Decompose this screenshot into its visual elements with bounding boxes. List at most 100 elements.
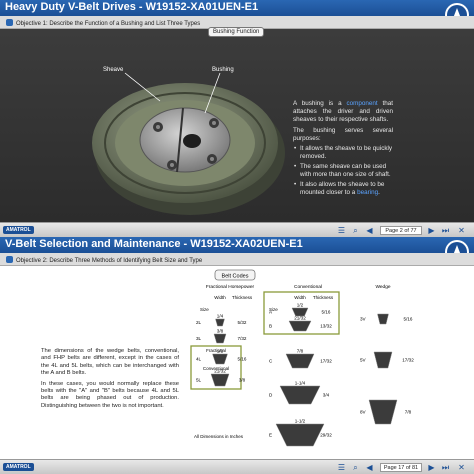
glossary-link-bearing[interactable]: bearing — [357, 189, 379, 196]
list-item: The same sheave can be used with more th… — [293, 163, 393, 179]
belt-width-label: 1-1/4 — [295, 381, 306, 386]
highlight-frame-conventional — [263, 291, 340, 335]
belt-thickness-label: 5/16 — [322, 310, 331, 315]
belt-size-label: A — [269, 310, 273, 315]
sheave-label: Sheave — [103, 67, 124, 73]
panel-belt-codes: V-Belt Selection and Maintenance - W1915… — [0, 237, 474, 474]
belt-size-label: 5L — [196, 378, 202, 383]
objective-text: Objective 1: Describe the Function of a … — [16, 21, 201, 27]
amatrol-brand: AMATROL — [3, 226, 34, 234]
all-dims-line1: All Dimensions in Inches — [194, 434, 244, 439]
belt-shape-E — [275, 423, 325, 447]
belt-size-label: 3L — [196, 336, 202, 341]
belt-thickness-label: 7/8 — [405, 410, 412, 415]
objective-text: Objective 2: Describe Three Methods of I… — [16, 258, 203, 264]
exit-icon[interactable]: ✕ — [458, 463, 465, 472]
paragraph-2: In these cases, you would normally repla… — [41, 380, 179, 409]
skip-forward-icon[interactable]: ⏭ — [441, 226, 450, 235]
belt-size-label: C — [269, 359, 273, 364]
wedge-header: Wedge — [375, 284, 390, 290]
conv-thickness-header: Thickness — [313, 295, 334, 300]
desc-text-b: that attaches the driver and driven shea… — [293, 100, 393, 123]
belt-width-label: 1/4 — [217, 314, 224, 319]
conv-size-header: Size — [269, 307, 278, 312]
back-icon[interactable]: ◀ — [366, 226, 373, 235]
purposes-list: It allows the sheave to be quickly remov… — [293, 145, 393, 197]
window-title: Heavy Duty V-Belt Drives - W19152-XA01UE… — [0, 0, 474, 16]
desc-text-a: A bushing is a — [293, 100, 347, 107]
skip-forward-icon[interactable]: ⏭ — [441, 463, 450, 472]
fhp-size-header: Size — [200, 307, 209, 312]
belt-shape-5V — [373, 351, 393, 369]
belt-shape-3L — [213, 333, 227, 344]
page-indicator: Page 17 of 81 — [380, 463, 422, 472]
belt-codes-diagram: Belt Codes Fractional Horsepower Convent… — [190, 269, 414, 447]
content-area: Bushing Function — [0, 27, 474, 222]
content-area: The dimensions of the wedge belts, conve… — [0, 266, 474, 466]
diagram-title-box — [214, 269, 256, 281]
panel-bushing-function: Heavy Duty V-Belt Drives - W19152-XA01UE… — [0, 0, 474, 237]
glossary-link-component[interactable]: component — [346, 100, 378, 107]
belt-size-label: 8V — [360, 410, 367, 415]
conv-header: Conventional — [294, 284, 322, 290]
belt-description: The dimensions of the wedge belts, conve… — [41, 348, 179, 413]
bullet3-text: It also allows the sheave to be mounted … — [300, 181, 385, 196]
belt-thickness-label: 3/8 — [239, 378, 246, 383]
highlight-frame-fractional — [190, 345, 242, 390]
belt-thickness-label: 13/32 — [320, 324, 332, 329]
belt-thickness-label: 5/32 — [238, 320, 247, 325]
fhp-width-header: Width — [214, 295, 226, 300]
belt-shape-C — [285, 353, 315, 369]
belt-thickness-label: 7/32 — [238, 336, 247, 341]
belt-shape-5L — [210, 373, 230, 387]
navigation-bar: AMATROL ☰ ⌕ ◀ Page 2 of 77 ▶ ⏭ ✕ — [0, 222, 474, 237]
window-title: V-Belt Selection and Maintenance - W1915… — [0, 237, 474, 253]
belt-width-label: 1-1/2 — [295, 419, 306, 424]
search-icon[interactable]: ⌕ — [353, 226, 358, 235]
belt-thickness-label: 5/16 — [238, 357, 247, 362]
list-item: It allows the sheave to be quickly remov… — [293, 145, 393, 161]
amatrol-brand: AMATROL — [3, 463, 34, 471]
fractional-label: Fractional — [206, 348, 226, 353]
next-icon[interactable]: ▶ — [428, 463, 435, 472]
belt-size-label: 2L — [196, 320, 202, 325]
belt-shape-3V — [377, 313, 389, 325]
belt-thickness-label: 3/4 — [323, 393, 330, 398]
belt-shapes: 2L1/45/323L3/87/324L1/25/165L21/323/8A1/… — [196, 303, 414, 447]
belt-thickness-label: 5/16 — [404, 317, 413, 322]
page-indicator: Page 2 of 77 — [380, 226, 422, 235]
next-icon[interactable]: ▶ — [428, 226, 435, 235]
belt-size-label: D — [269, 393, 273, 398]
search-icon[interactable]: ⌕ — [353, 463, 358, 472]
back-icon[interactable]: ◀ — [366, 463, 373, 472]
objective-icon — [6, 256, 13, 263]
belt-size-label: 4L — [196, 357, 202, 362]
belt-width-label: 7/8 — [297, 349, 304, 354]
belt-size-label: 5V — [360, 358, 367, 363]
belt-size-label: E — [269, 433, 272, 438]
belt-width-label: 3/8 — [217, 329, 224, 334]
belt-width-label: 21/32 — [294, 316, 306, 321]
exit-icon[interactable]: ✕ — [458, 226, 465, 235]
fhp-thickness-header: Thickness — [232, 295, 253, 300]
belt-size-label: 3V — [360, 317, 367, 322]
belt-width-label: 21/32 — [214, 369, 226, 374]
bullet3-end: . — [378, 189, 380, 196]
objective-bar: Objective 2: Describe Three Methods of I… — [0, 253, 474, 266]
bushing-description: A bushing is a component that attaches t… — [293, 100, 393, 199]
purposes-intro: The bushing serves several purposes: — [293, 127, 393, 142]
belt-thickness-label: 17/32 — [320, 359, 332, 364]
list-item: It also allows the sheave to be mounted … — [293, 181, 393, 197]
belt-thickness-label: 17/32 — [402, 358, 414, 363]
sheave-bushing-illustration — [92, 72, 285, 215]
bushing-label: Bushing — [212, 67, 234, 73]
conv-width-header: Width — [294, 295, 306, 300]
belt-shape-8V — [368, 399, 398, 425]
diagram-title: Bushing Function — [208, 27, 265, 37]
belt-thickness-label: 29/32 — [320, 433, 332, 438]
belt-size-label: B — [269, 324, 272, 329]
menu-icon[interactable]: ☰ — [337, 463, 346, 472]
menu-icon[interactable]: ☰ — [337, 226, 346, 235]
conventional-label: Conventional — [203, 366, 229, 371]
belt-shape-B — [288, 320, 312, 332]
